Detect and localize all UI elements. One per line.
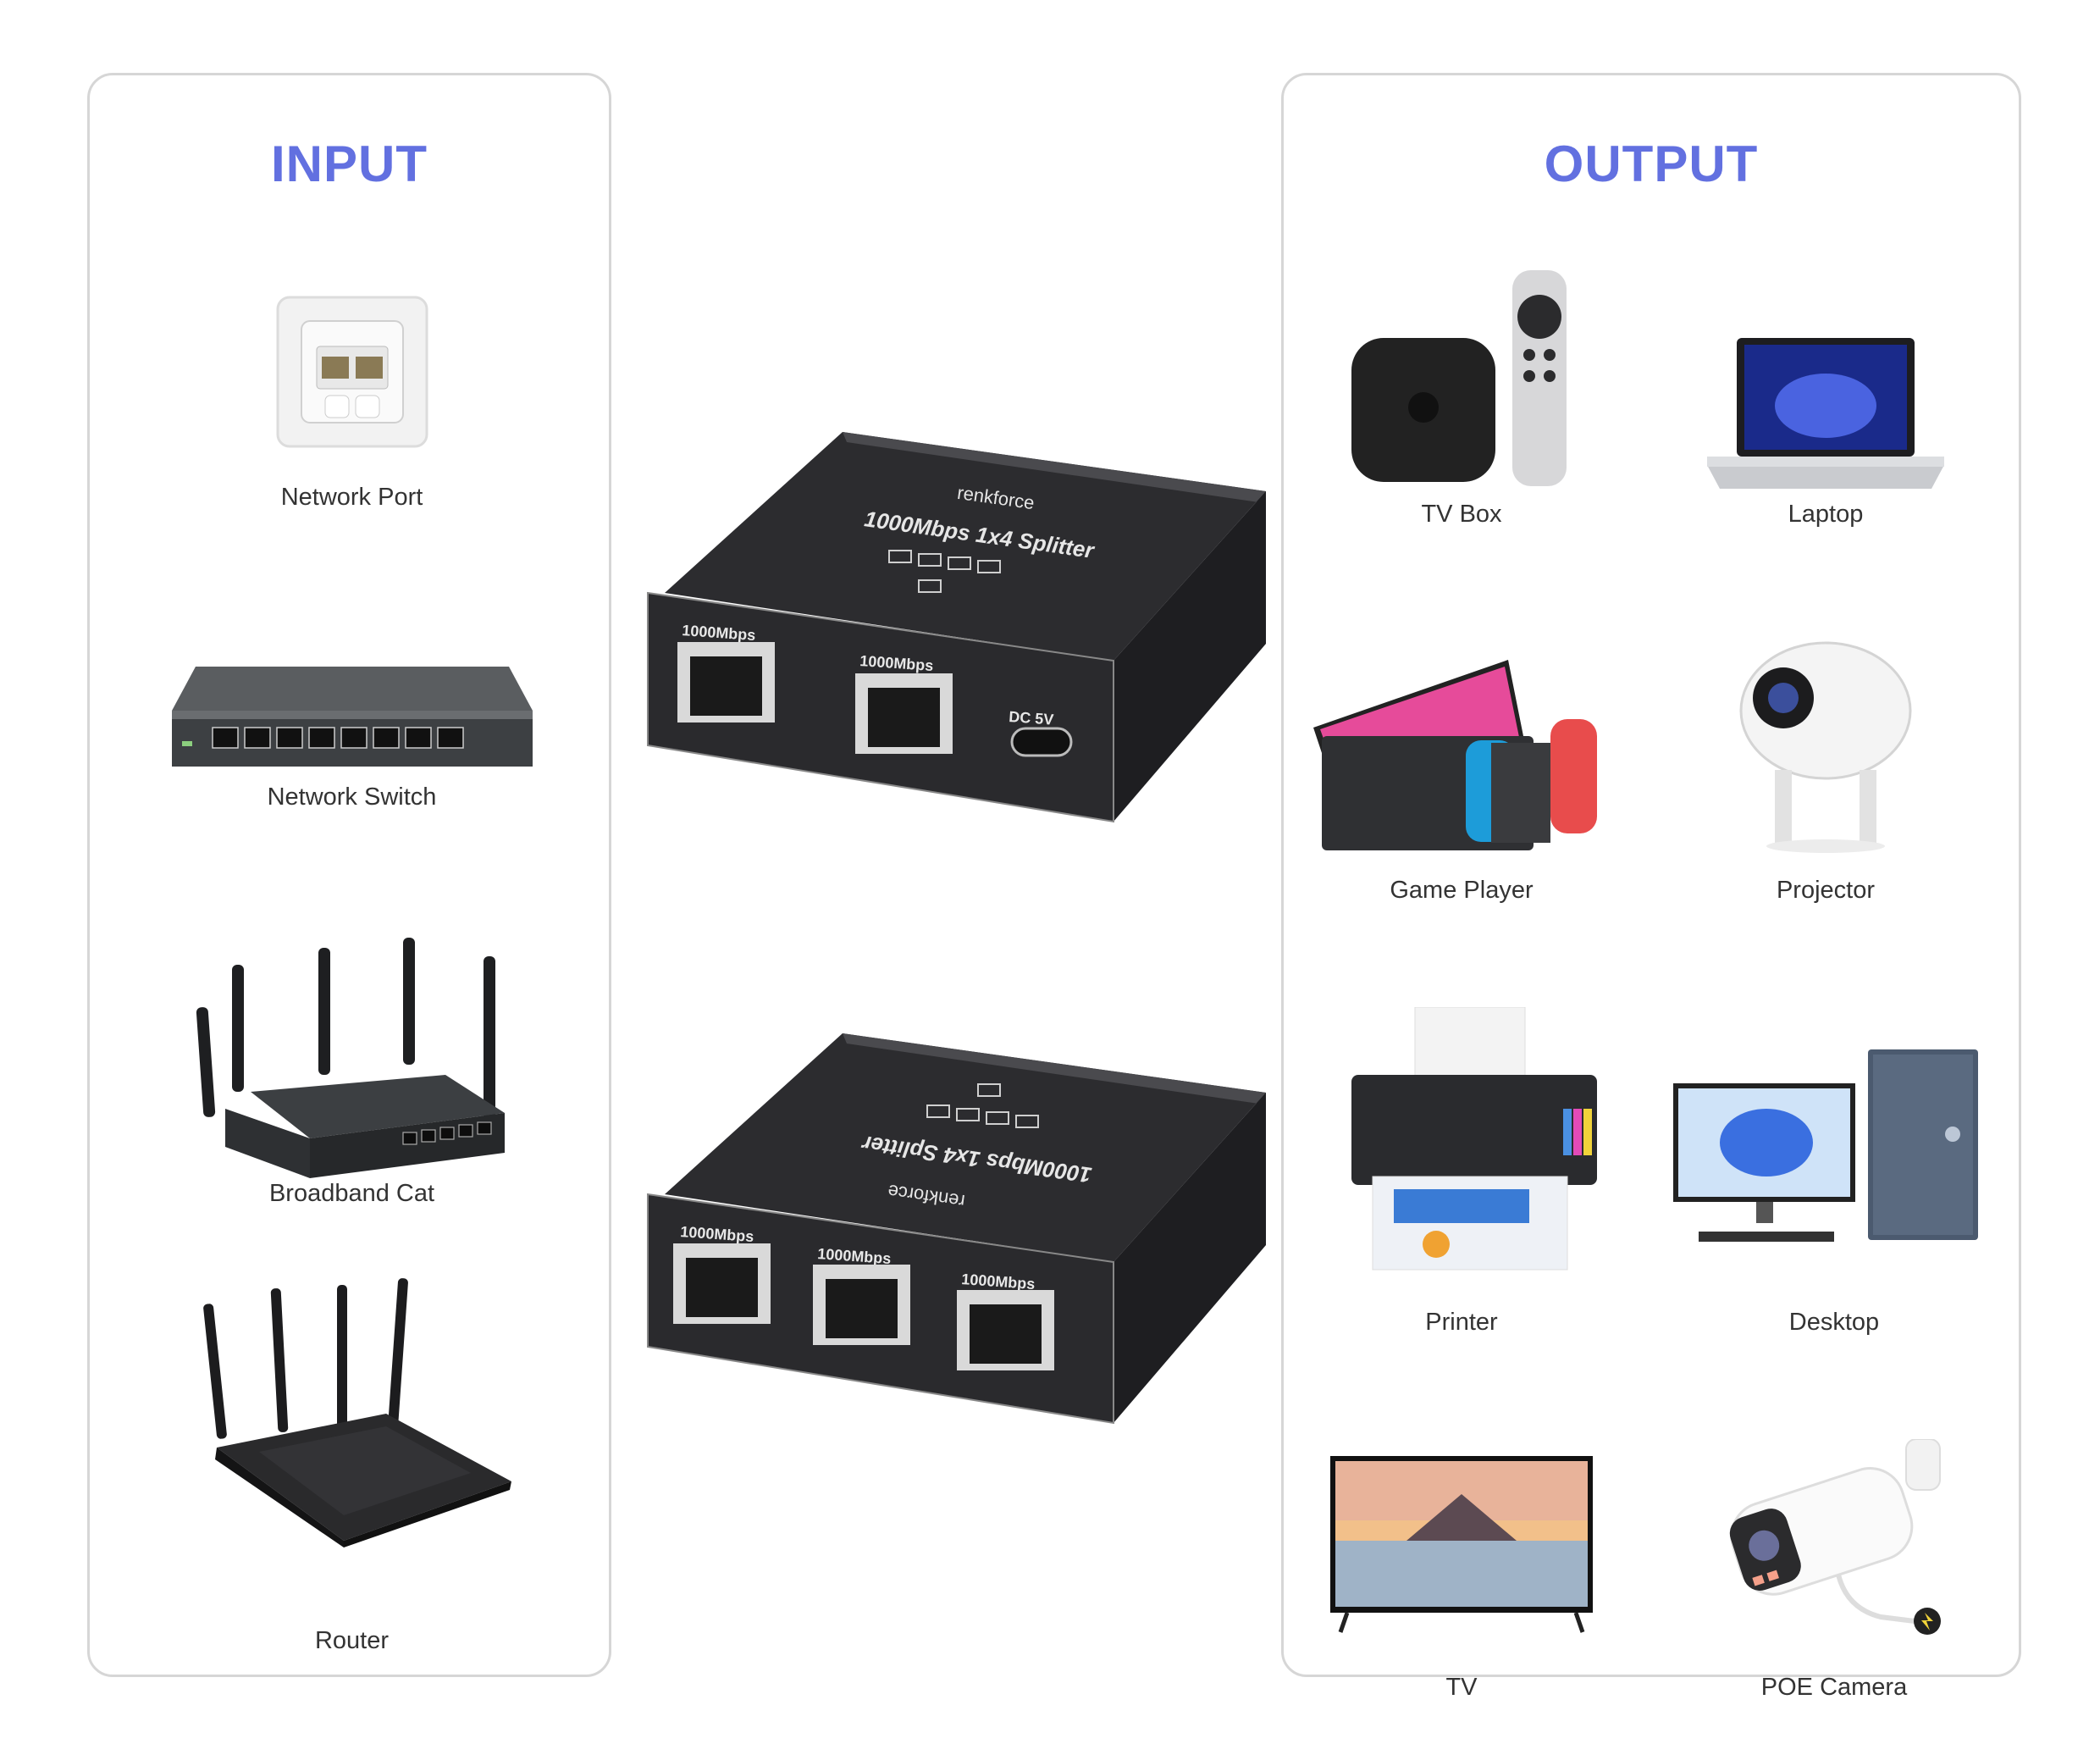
projector-icon bbox=[1739, 641, 1912, 853]
output-label-poe-camera: POE Camera bbox=[1760, 1674, 1908, 1701]
input-label-broadband-cat: Broadband Cat bbox=[268, 1180, 435, 1207]
network-switch-icon bbox=[171, 667, 533, 767]
output-item-tv-box: TV Box bbox=[1301, 270, 1622, 626]
output-label-tv: TV bbox=[1445, 1674, 1478, 1701]
input-label-network-switch: Network Switch bbox=[267, 783, 437, 811]
printer-icon bbox=[1351, 1007, 1597, 1271]
splitter-device-top: renkforce 1000Mbps 1x4 Splitter 1000Mbps… bbox=[647, 432, 1266, 823]
output-item-laptop: Laptop bbox=[1656, 270, 1995, 626]
game-console-icon bbox=[1313, 660, 1597, 850]
output-heading: OUTPUT bbox=[1544, 136, 1759, 192]
tv-box-icon bbox=[1351, 270, 1567, 486]
bottom-ethernet-port-3 bbox=[957, 1290, 1054, 1370]
bottom-ethernet-port-2 bbox=[813, 1265, 910, 1345]
output-item-game-player: Game Player bbox=[1301, 634, 1622, 990]
output-item-tv: TV bbox=[1301, 1354, 1622, 1701]
top-usb-c-port bbox=[1010, 727, 1073, 757]
wifi-router-icon bbox=[202, 1278, 511, 1547]
broadband-cat-router-icon bbox=[196, 938, 505, 1178]
input-panel: INPUT Network Port Network S bbox=[87, 73, 611, 1677]
output-label-projector: Projector bbox=[1776, 877, 1876, 904]
poe-camera-icon bbox=[1729, 1439, 1941, 1635]
output-label-printer: Printer bbox=[1425, 1309, 1498, 1336]
input-label-router: Router bbox=[314, 1627, 390, 1654]
input-item-router: Router bbox=[90, 1278, 614, 1659]
wall-network-port-icon bbox=[276, 296, 428, 448]
top-power-label: DC 5V bbox=[1009, 708, 1054, 728]
output-item-printer: Printer bbox=[1301, 973, 1622, 1363]
top-ethernet-port-1 bbox=[677, 642, 775, 722]
laptop-icon bbox=[1707, 338, 1944, 489]
output-label-game-player: Game Player bbox=[1390, 877, 1534, 904]
output-label-laptop: Laptop bbox=[1788, 501, 1864, 528]
television-icon bbox=[1330, 1456, 1593, 1633]
output-item-desktop: Desktop bbox=[1656, 973, 2012, 1363]
input-item-network-port: Network Port bbox=[90, 287, 614, 601]
output-label-tv-box: TV Box bbox=[1421, 501, 1502, 528]
desktop-computer-icon bbox=[1673, 1049, 1978, 1242]
output-item-projector: Projector bbox=[1656, 634, 1995, 990]
output-label-desktop: Desktop bbox=[1788, 1309, 1880, 1336]
input-item-broadband-cat: Broadband Cat bbox=[90, 922, 614, 1295]
top-ethernet-port-2 bbox=[855, 673, 953, 754]
splitter-device-bottom: 1000Mbps 1x4 Splitter renkforce 1000Mbps… bbox=[647, 1033, 1266, 1425]
output-item-poe-camera: POE Camera bbox=[1656, 1354, 2012, 1701]
bottom-ethernet-port-1 bbox=[673, 1243, 771, 1324]
output-panel: OUTPUT TV Box Laptop bbox=[1281, 73, 2021, 1701]
input-label-network-port: Network Port bbox=[280, 484, 423, 511]
input-heading: INPUT bbox=[271, 136, 428, 192]
input-item-network-switch: Network Switch bbox=[90, 643, 614, 897]
